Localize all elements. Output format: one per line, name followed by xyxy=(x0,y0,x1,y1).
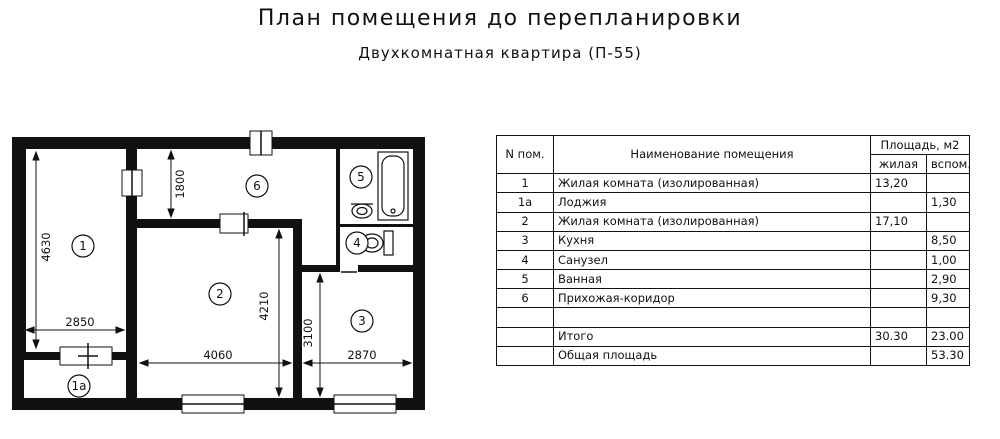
row-aux xyxy=(925,211,971,232)
row-num xyxy=(496,307,554,328)
row-aux xyxy=(925,307,971,328)
grand-total-living xyxy=(870,345,927,367)
dim-room1-height: 4630 xyxy=(39,232,53,261)
room-3-label: 3 xyxy=(358,314,366,328)
row-num: 2 xyxy=(496,211,554,232)
row-name: Кухня xyxy=(553,230,871,251)
dim-hall-depth: 1800 xyxy=(173,169,187,198)
table-row: 4 Санузел 1,00 xyxy=(496,249,971,271)
table-row xyxy=(496,307,971,328)
total-row: Итого 30.30 23.00 xyxy=(496,326,971,347)
grand-total-row: Общая площадь 53.30 xyxy=(496,345,971,367)
dim-room2-height: 4210 xyxy=(257,291,271,320)
row-name: Жилая комната (изолированная) xyxy=(553,173,871,194)
row-living xyxy=(870,230,927,251)
row-living: 17,10 xyxy=(870,211,927,232)
bathtub-icon xyxy=(377,151,409,221)
room-numbers: 1 1a 2 3 4 5 6 xyxy=(72,170,366,393)
table-row: 2 Жилая комната (изолированная) 17,10 xyxy=(496,211,971,232)
room-2-label: 2 xyxy=(216,287,224,301)
area-table: N пом. Наименование помещения Площадь, м… xyxy=(496,134,971,367)
room-5-marker xyxy=(349,165,373,189)
header-aux: вспом. xyxy=(925,154,971,175)
row-aux: 2,90 xyxy=(925,269,971,290)
header-living: жилая xyxy=(870,154,927,175)
row-aux xyxy=(925,173,971,194)
room-1-marker xyxy=(71,234,95,258)
row-living xyxy=(870,249,927,271)
row-living xyxy=(870,269,927,290)
row-num: 5 xyxy=(496,269,554,290)
total-num xyxy=(496,326,554,347)
sink-icon xyxy=(351,203,373,219)
row-aux: 8,50 xyxy=(925,230,971,251)
table-subheader-row: жилая вспом. xyxy=(497,154,971,175)
header-num: N пом. xyxy=(496,134,554,175)
grand-total-label: Общая площадь xyxy=(553,345,871,367)
header-area: Площадь, м2 xyxy=(869,134,971,156)
row-aux: 9,30 xyxy=(925,288,971,309)
row-num: 3 xyxy=(496,230,554,251)
total-aux: 23.00 xyxy=(925,326,971,347)
dimension-lines xyxy=(24,149,413,398)
row-num: 1а xyxy=(496,192,554,213)
total-living: 30.30 xyxy=(870,326,927,347)
header-name: Наименование помещения xyxy=(553,134,871,175)
room-3-marker xyxy=(350,309,374,333)
dimension-labels: 4630 2850 1800 4210 4060 3100 2870 xyxy=(39,169,377,362)
room-1-label: 1 xyxy=(79,239,87,253)
total-label: Итого xyxy=(553,326,871,347)
dim-room2-width: 4060 xyxy=(203,348,232,362)
table-row: 5 Ванная 2,90 xyxy=(496,269,971,290)
page-title: План помещения до перепланировки xyxy=(257,6,743,31)
row-living: 13,20 xyxy=(870,173,927,194)
room-markers xyxy=(67,165,374,398)
room-4-label: 4 xyxy=(353,236,361,250)
row-num: 6 xyxy=(496,288,554,309)
dim-kitchen-height: 3100 xyxy=(301,318,315,347)
table-row: 1 Жилая комната (изолированная) 13,20 xyxy=(496,173,971,194)
room-2-marker xyxy=(208,282,232,306)
table-row: 3 Кухня 8,50 xyxy=(496,230,971,251)
row-name: Санузел xyxy=(553,249,871,271)
row-name: Прихожая-коридор xyxy=(553,288,871,309)
kitchen-door xyxy=(340,263,358,274)
grand-total-num xyxy=(496,345,554,367)
room-5-label: 5 xyxy=(357,170,365,184)
room-6-label: 6 xyxy=(253,179,261,193)
room-4-marker xyxy=(345,231,369,255)
row-living xyxy=(870,288,927,309)
room-6-marker xyxy=(245,174,269,198)
dim-kitchen-width: 2870 xyxy=(347,348,376,362)
row-aux: 1,00 xyxy=(925,249,971,271)
row-name xyxy=(553,307,871,328)
room-1a-label: 1a xyxy=(72,379,87,393)
grand-total-value: 53.30 xyxy=(925,345,971,367)
room-1a-marker xyxy=(67,374,91,398)
window-marks xyxy=(78,131,396,405)
row-living xyxy=(870,307,927,328)
page-subtitle: Двухкомнатная квартира (П-55) xyxy=(358,44,642,62)
dim-room1-width: 2850 xyxy=(65,315,94,329)
row-aux: 1,30 xyxy=(925,192,971,213)
row-living xyxy=(870,192,927,213)
row-name: Жилая комната (изолированная) xyxy=(553,211,871,232)
table-row: 6 Прихожая-коридор 9,30 xyxy=(496,288,971,309)
row-name: Лоджия xyxy=(553,192,871,213)
table-row: 1а Лоджия 1,30 xyxy=(496,192,971,213)
row-num: 4 xyxy=(496,249,554,271)
row-name: Ванная xyxy=(553,269,871,290)
row-num: 1 xyxy=(496,173,554,194)
table-header-row: N пом. Наименование помещения Площадь, м… xyxy=(496,134,971,175)
